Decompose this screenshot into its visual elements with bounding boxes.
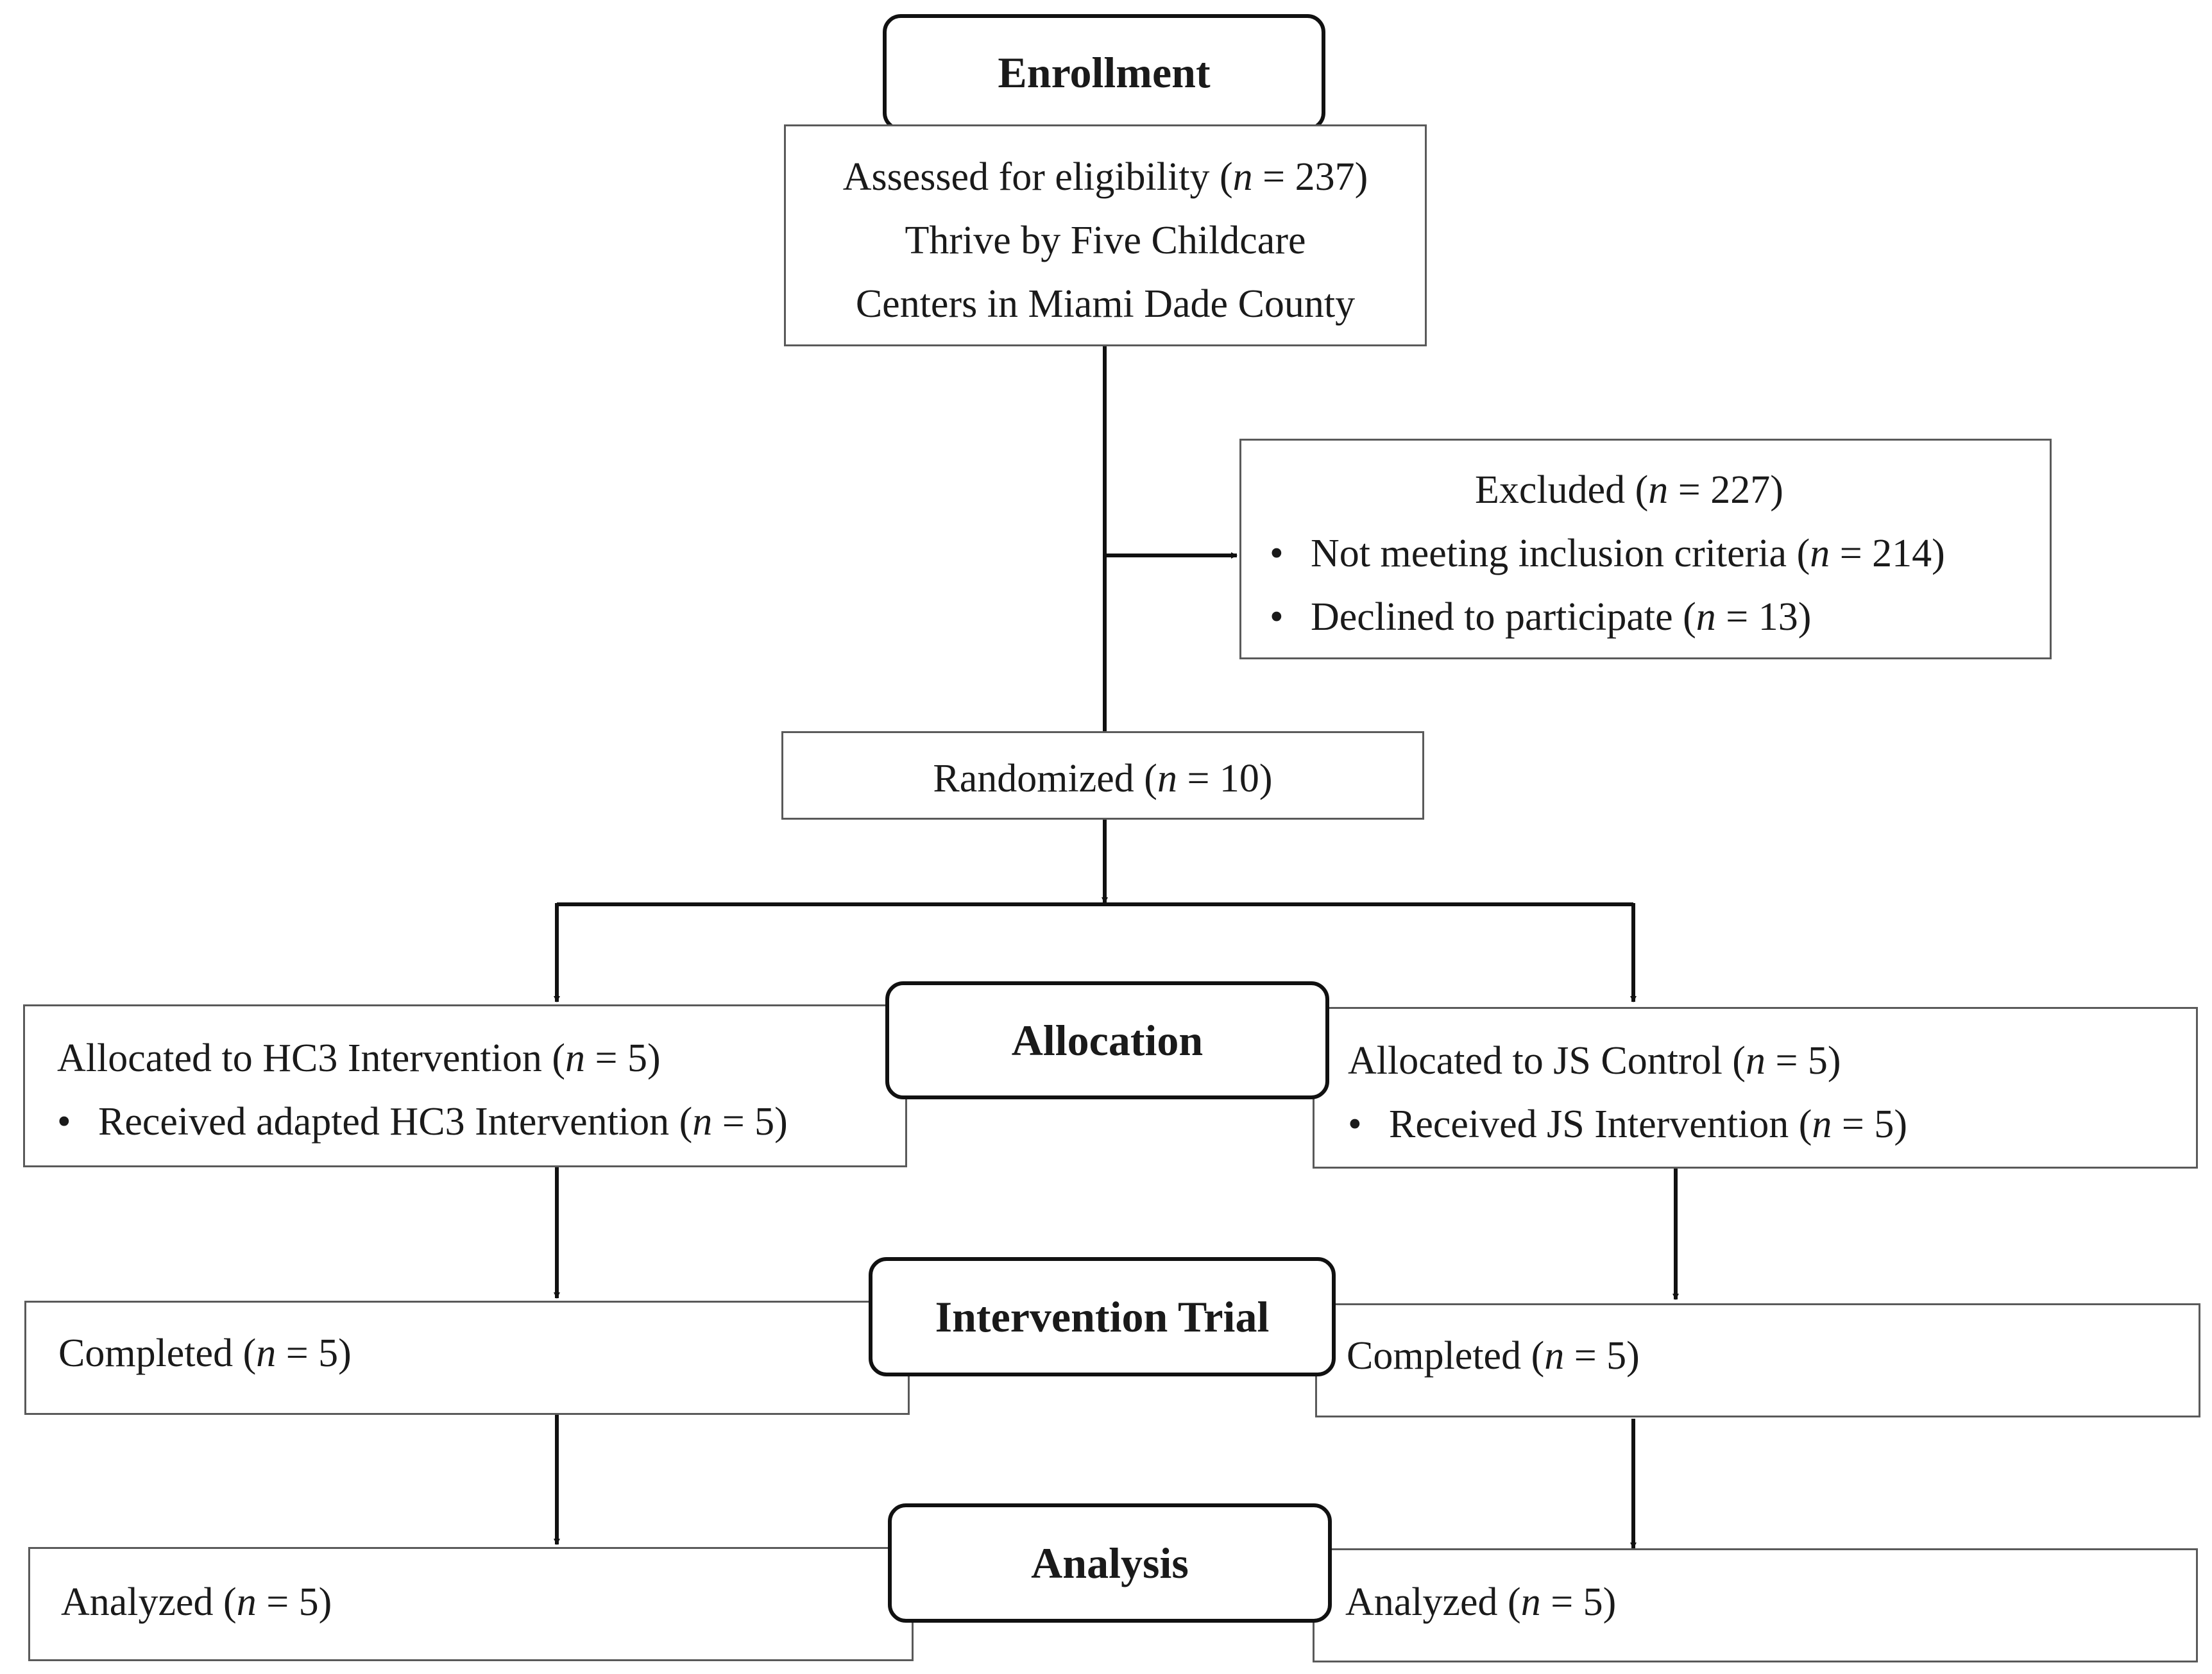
randomized-box: Randomized (n = 10): [781, 731, 1424, 820]
left-analyzed-label: Analyzed (n = 5): [61, 1580, 332, 1624]
right-analyzed-label: Analyzed (n = 5): [1345, 1580, 1617, 1624]
stage-allocation: Allocation: [885, 981, 1329, 1099]
excluded-item-declined: •Declined to participate (n = 13): [1270, 586, 2050, 649]
stage-enrollment: Enrollment: [883, 14, 1325, 131]
assessed-line-1: Assessed for eligibility (n = 237): [842, 155, 1368, 199]
left-received-item: •Received adapted HC3 Intervention (n = …: [57, 1090, 905, 1154]
right-completed-box: Completed (n = 5): [1315, 1303, 2200, 1417]
assessed-box: Assessed for eligibility (n = 237) Thriv…: [784, 124, 1427, 346]
right-allocated-box: Allocated to JS Control (n = 5) •Receive…: [1313, 1007, 2198, 1169]
left-completed-box: Completed (n = 5): [24, 1301, 910, 1415]
bullet: •: [1270, 532, 1284, 576]
left-analyzed-box: Analyzed (n = 5): [28, 1547, 914, 1661]
bullet: •: [1270, 595, 1284, 639]
right-allocated-label: Allocated to JS Control (n = 5): [1348, 1039, 1841, 1083]
stage-intervention-trial: Intervention Trial: [869, 1257, 1336, 1376]
excluded-box: Excluded (n = 227) •Not meeting inclusio…: [1239, 439, 2052, 659]
randomized-label: Randomized (n = 10): [933, 757, 1273, 800]
stage-analysis: Analysis: [888, 1503, 1332, 1623]
left-allocated-box: Allocated to HC3 Intervention (n = 5) •R…: [23, 1004, 907, 1167]
right-received-item: •Received JS Intervention (n = 5): [1348, 1093, 2196, 1156]
left-allocated-label: Allocated to HC3 Intervention (n = 5): [57, 1036, 661, 1080]
left-completed-label: Completed (n = 5): [58, 1332, 352, 1375]
bullet: •: [1348, 1103, 1362, 1147]
stage-analysis-label: Analysis: [1031, 1538, 1189, 1587]
excluded-item-inclusion: •Not meeting inclusion criteria (n = 214…: [1270, 522, 2050, 586]
right-completed-label: Completed (n = 5): [1347, 1334, 1640, 1378]
stage-intervention-trial-label: Intervention Trial: [935, 1292, 1270, 1341]
bullet: •: [57, 1100, 71, 1144]
stage-allocation-label: Allocation: [1011, 1015, 1204, 1065]
excluded-heading: Excluded (n = 227): [1475, 468, 1783, 512]
assessed-line-2: Thrive by Five Childcare: [905, 219, 1306, 263]
right-analyzed-box: Analyzed (n = 5): [1313, 1548, 2198, 1662]
assessed-line-3: Centers in Miami Dade County: [855, 282, 1356, 326]
stage-enrollment-label: Enrollment: [998, 47, 1211, 97]
